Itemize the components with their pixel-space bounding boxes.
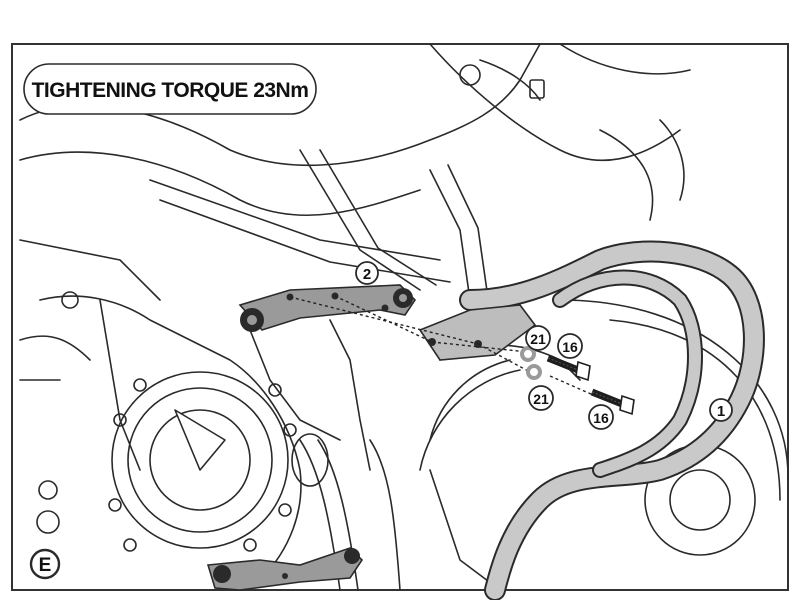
washer-bottom	[526, 364, 542, 380]
torque-label-text: TIGHTENING TORQUE 23Nm	[32, 79, 309, 102]
bolt-bottom	[590, 388, 635, 416]
bolt-top	[546, 354, 591, 382]
diagram-frame	[11, 43, 789, 591]
torque-label-box: TIGHTENING TORQUE 23Nm	[23, 63, 317, 115]
step-marker-label: E	[39, 555, 52, 576]
washers	[520, 346, 542, 380]
motorcycle-line-art	[19, 43, 789, 591]
callout-washer-top-label: 21	[530, 331, 546, 347]
crash-bar-mount-plate	[418, 304, 537, 361]
callout-bolt-top: 16	[557, 333, 583, 359]
callout-washer-bottom-label: 21	[533, 391, 549, 407]
callout-washer-bottom: 21	[528, 385, 554, 411]
callout-part-1: 1	[709, 398, 733, 422]
washer-top	[520, 346, 536, 362]
callout-part-2: 2	[355, 261, 379, 285]
callout-part-1-label: 1	[717, 403, 725, 420]
callout-bolt-bottom-label: 16	[593, 410, 609, 426]
callout-part-2-label: 2	[363, 266, 371, 283]
step-marker: E	[29, 548, 61, 580]
callout-bolt-top-label: 16	[562, 339, 578, 355]
bolts	[546, 354, 635, 416]
lower-bracket	[206, 547, 364, 591]
callout-bolt-bottom: 16	[588, 404, 614, 430]
crash-bar	[418, 240, 765, 600]
bracket-part-2	[238, 284, 417, 332]
callout-washer-top: 21	[525, 325, 551, 351]
alignment-lines	[289, 295, 601, 399]
